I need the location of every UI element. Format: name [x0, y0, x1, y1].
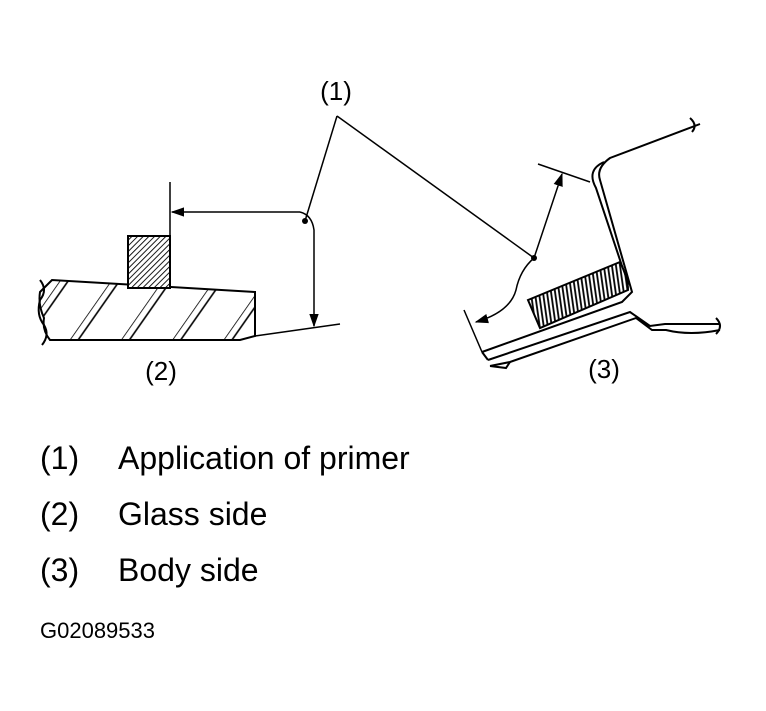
callout-primer: (1)	[320, 76, 352, 106]
legend-list: (1) Application of primer (2) Glass side…	[40, 440, 410, 608]
body-break-top	[689, 117, 696, 133]
body-inner-wall	[591, 161, 630, 293]
callout-body-side: (3)	[588, 354, 620, 384]
glass-primer-arrow-down	[299, 211, 319, 328]
figure-id: G02089533	[40, 618, 155, 643]
glass-side-section	[37, 182, 341, 346]
callout-glass-side: (2)	[145, 356, 177, 386]
primer-application-diagram: (1) (2) (3)	[37, 76, 721, 386]
glass-edge-line	[254, 323, 341, 337]
glass-break-line	[37, 279, 48, 346]
body-break-bottom	[715, 317, 721, 335]
body-side-section	[463, 117, 721, 370]
legend-number: (3)	[40, 552, 80, 588]
legend-text: Body side	[118, 552, 259, 588]
body-primer-arrow-down	[474, 257, 535, 324]
legend-number: (1)	[40, 440, 80, 476]
body-flange	[481, 351, 511, 370]
legend-item-glass-side: (2) Glass side	[40, 496, 410, 552]
body-panel-outline	[481, 123, 721, 367]
legend-item-body-side: (3) Body side	[40, 552, 410, 608]
leader-line-glass	[304, 115, 338, 222]
adhesive-dam	[127, 235, 171, 289]
body-reference-line-top	[537, 163, 591, 183]
legend-text: Application of primer	[118, 440, 410, 476]
body-reference-line-bottom	[463, 309, 483, 353]
legend-text: Glass side	[118, 496, 268, 532]
legend-number: (2)	[40, 496, 80, 532]
legend-item-primer: (1) Application of primer	[40, 440, 410, 496]
body-adhesive	[526, 260, 630, 330]
body-primer-arrow-up	[533, 172, 563, 259]
leader-line-body	[336, 115, 535, 259]
